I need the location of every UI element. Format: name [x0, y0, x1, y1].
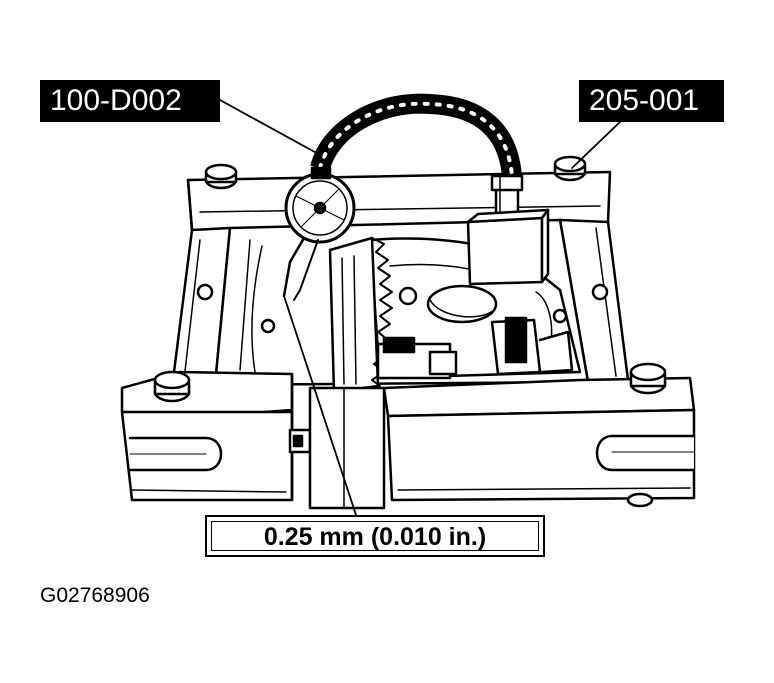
callout-measurement-box: 0.25 mm (0.010 in.)	[205, 515, 545, 557]
flexible-arm	[310, 93, 522, 178]
callout-tool-left: 100-D002	[40, 80, 220, 122]
leader-line-tool-right	[571, 121, 621, 169]
front-center-strip	[308, 386, 386, 510]
motor-bracket	[490, 316, 574, 376]
callout-measurement: 0.25 mm (0.010 in.)	[211, 521, 539, 551]
front-right-bolt	[629, 362, 667, 395]
figure-id: G02768906	[40, 584, 150, 607]
gear-sector	[328, 236, 393, 394]
pinion-block	[376, 336, 458, 380]
callout-tool-right: 205-001	[579, 80, 724, 122]
dial-indicator	[282, 166, 356, 301]
leader-line-measurement	[283, 295, 357, 516]
back-beam-bolt-left	[204, 163, 238, 190]
back-beam-bolt-right	[553, 155, 587, 182]
front-left-block	[120, 370, 312, 502]
leader-line-tool-left	[219, 99, 323, 157]
magnetic-base	[466, 208, 550, 286]
front-right-block	[382, 376, 696, 508]
front-left-bolt	[153, 370, 191, 403]
